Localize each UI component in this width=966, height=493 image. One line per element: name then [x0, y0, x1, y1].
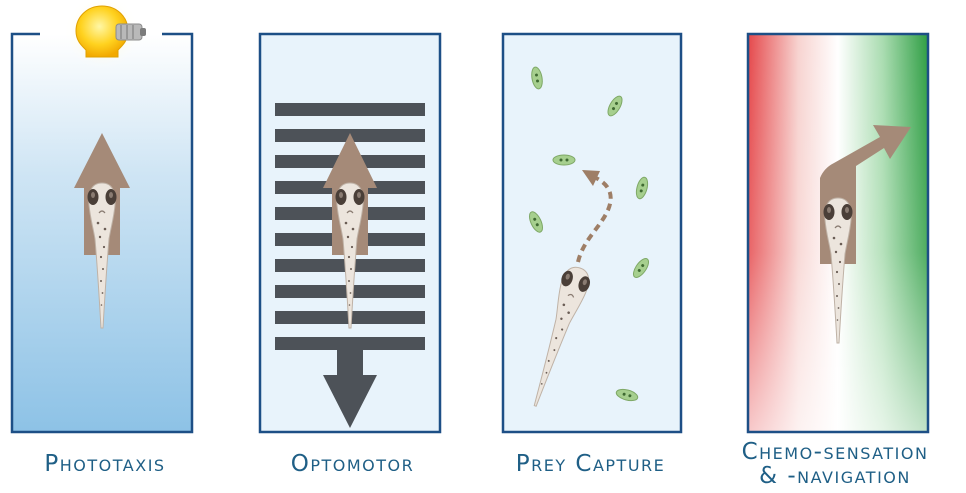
panel-phototaxis	[12, 0, 192, 432]
panel-optomotor	[260, 34, 440, 432]
caption-prey-capture: Prey Capture	[488, 452, 693, 476]
caption-phototaxis: Phototaxis	[10, 452, 200, 476]
caption-chemo: Chemo-sensation & -navigation	[700, 440, 966, 488]
caption-chemo-line1: Chemo-sensation	[700, 440, 966, 464]
caption-optomotor: Optomotor	[255, 452, 450, 476]
panel-chemo	[748, 34, 928, 432]
prey-capture-border	[503, 34, 681, 432]
paramecium-icon	[553, 155, 575, 165]
caption-chemo-line2: & -navigation	[700, 464, 966, 488]
panel-prey-capture	[503, 34, 681, 432]
